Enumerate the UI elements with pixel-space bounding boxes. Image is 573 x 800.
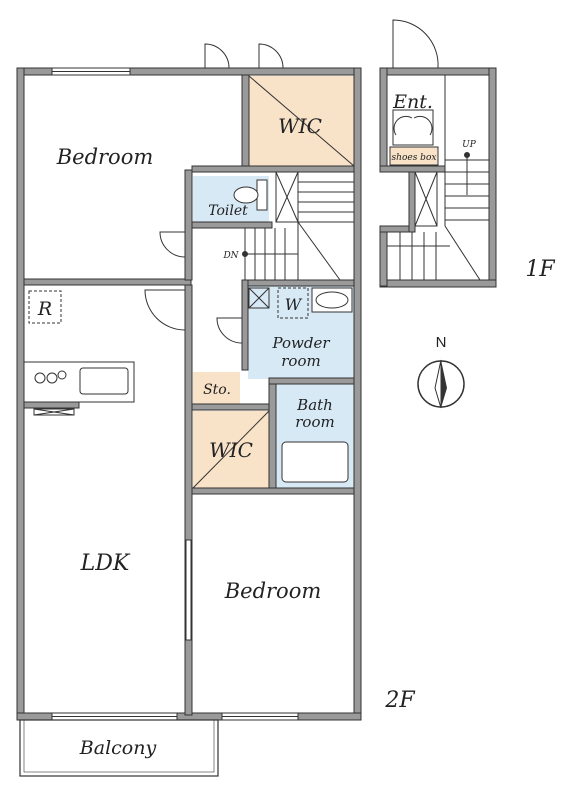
washer-label: W <box>285 295 303 314</box>
powder-room-label-line1: Powder <box>271 334 330 352</box>
refrigerator-box <box>28 290 62 324</box>
bath-room-label-line1: Bath <box>296 396 333 414</box>
floor-1f-label: 1F <box>525 257 555 282</box>
compass-north-label: N <box>436 334 447 351</box>
floor-2f-label: 2F <box>384 688 415 713</box>
walls-1f <box>379 67 497 288</box>
wic-north-label: WIC <box>278 114 322 138</box>
storage-fill <box>193 372 240 404</box>
toilet-fixture <box>233 179 268 211</box>
wic-south-label: WIC <box>209 438 253 462</box>
door-swings <box>144 43 284 344</box>
balcony-label: Balcony <box>79 737 157 759</box>
kitchen-counter <box>23 361 135 416</box>
washer-box <box>277 287 309 319</box>
shoes-box-fill <box>389 146 439 166</box>
storage-label: Sto. <box>203 382 231 398</box>
bedroom-north-label: Bedroom <box>56 145 154 169</box>
stairs-2f <box>242 171 355 281</box>
refrigerator-label: R <box>37 298 52 320</box>
compass-icon <box>417 359 465 409</box>
bathtub <box>281 441 349 483</box>
bath-room-label-line2: room <box>295 413 334 431</box>
ldk-label: LDK <box>80 551 131 576</box>
powder-room-label-line2: room <box>281 352 320 370</box>
toilet-label: Toilet <box>208 203 248 219</box>
stairs-up-label: UP <box>462 140 477 150</box>
bedroom-south-label: Bedroom <box>224 579 322 603</box>
stairs-1f <box>387 75 489 281</box>
shoes-box-label: shoes box <box>392 153 437 163</box>
entrance-label: Ent. <box>392 91 433 113</box>
stairs-down-label: DN <box>222 251 239 261</box>
